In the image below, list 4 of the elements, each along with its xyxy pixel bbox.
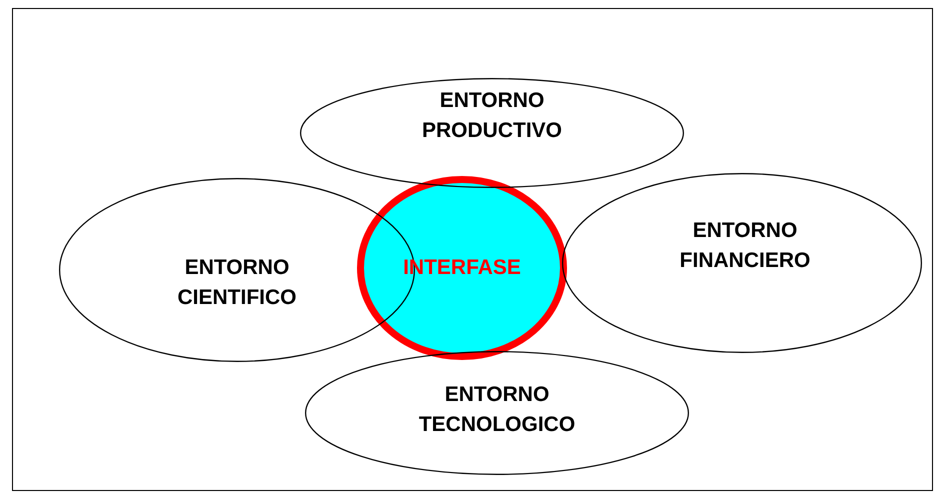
ellipse-label: ENTORNO FINANCIERO — [678, 218, 812, 274]
ellipse-label: ENTORNO PRODUCTIVO — [420, 88, 563, 144]
ellipse-label: ENTORNO CIENTIFICO — [176, 255, 298, 311]
ellipse-label: ENTORNO TECNOLOGICO — [418, 382, 576, 438]
